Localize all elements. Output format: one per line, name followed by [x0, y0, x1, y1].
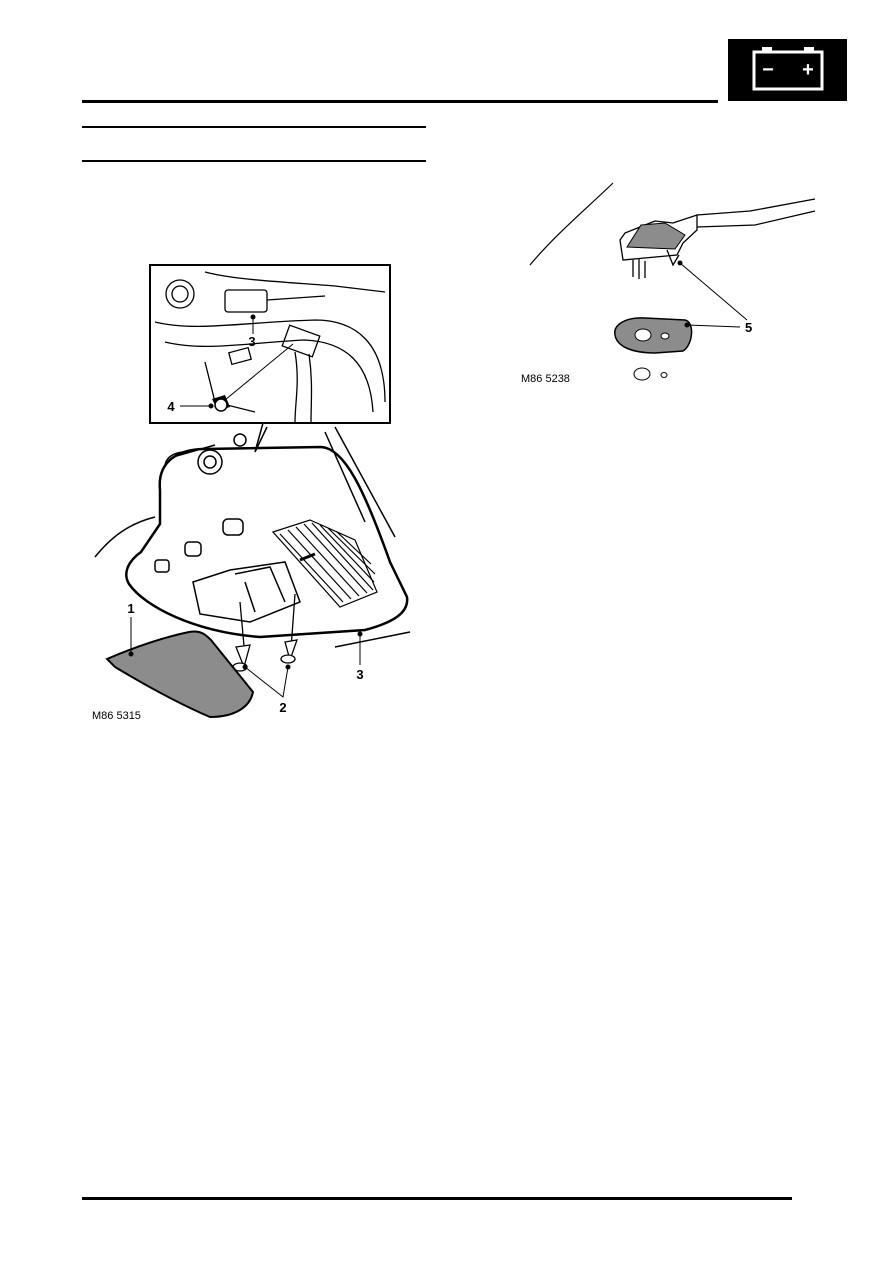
footer-rule	[82, 1197, 792, 1200]
callout-5: 5	[745, 320, 752, 335]
lamp-console	[94, 426, 411, 648]
battery-icon: − +	[752, 47, 824, 91]
figure-lamp-bracket: 5 M86 5238	[515, 175, 820, 390]
positive-terminal-label: +	[802, 59, 814, 81]
lamp-grille	[271, 519, 378, 608]
section-rule-bottom	[82, 160, 426, 162]
figure-interior-lamp: 1 2 3 3 4 M86 5315	[85, 262, 430, 727]
callout-3-inset: 3	[248, 334, 255, 349]
inset-drawing	[154, 271, 386, 423]
gasket	[614, 317, 693, 381]
section-rule-top	[82, 126, 426, 128]
figure-reference-left: M86 5315	[92, 710, 141, 722]
callout-4: 4	[167, 399, 175, 414]
interior-lamp-illustration: 1 2 3 3 4 M86 5315	[92, 264, 411, 722]
detail-inset	[149, 264, 391, 424]
screws	[232, 593, 298, 672]
lamp-bracket-illustration: 5 M86 5238	[521, 182, 816, 385]
section-badge: − +	[728, 39, 847, 101]
negative-terminal-label: −	[762, 59, 774, 81]
callout-2: 2	[279, 700, 286, 715]
callout-1: 1	[127, 601, 134, 616]
callout-3: 3	[356, 667, 363, 682]
lamp-lens	[105, 630, 255, 719]
figure-reference-right: M86 5238	[521, 373, 570, 385]
header-rule	[82, 100, 718, 103]
